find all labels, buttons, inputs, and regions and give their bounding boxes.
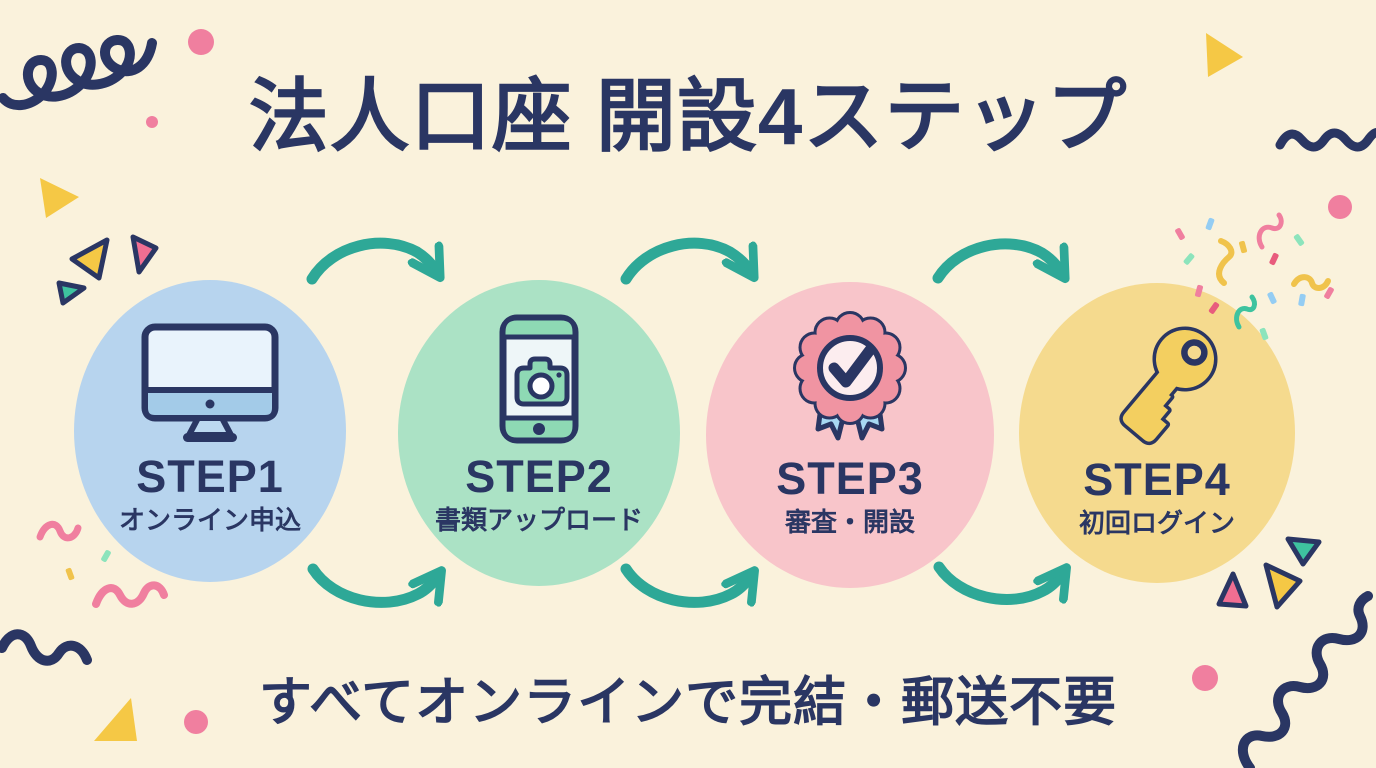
approval-badge-icon	[792, 311, 908, 446]
arrow-bottom-3	[933, 561, 1062, 605]
step-2-label: 書類アップロード	[434, 505, 643, 535]
yellow-squiggle	[1291, 274, 1331, 291]
triangle-outlined	[1285, 536, 1322, 567]
confetti-piece	[1324, 287, 1334, 299]
arrow-bottom-1	[307, 563, 437, 608]
confetti-piece	[1298, 293, 1306, 307]
triangle-outlined	[69, 237, 110, 281]
confetti-piece	[1238, 240, 1248, 254]
triangle	[40, 178, 79, 218]
dot	[1328, 195, 1352, 219]
step-2-title: STEP2	[465, 451, 613, 502]
step-1-circle: STEP1 オンライン申込	[74, 280, 346, 582]
confetti-piece	[1205, 217, 1215, 231]
confetti-piece	[1183, 253, 1195, 265]
arrow-top-1	[306, 237, 436, 285]
page-title: 法人口座 開設4ステップ	[248, 72, 1128, 161]
step-1-title: STEP1	[136, 451, 284, 502]
confetti-piece	[1175, 228, 1185, 240]
step-3-title: STEP3	[776, 453, 924, 504]
confetti-piece	[101, 550, 111, 562]
confetti-piece	[1267, 291, 1277, 305]
step-3-circle: STEP3 審査・開設	[706, 282, 994, 588]
arrow-bottom-2	[620, 563, 750, 608]
confetti-piece	[65, 567, 75, 581]
key-icon	[1092, 315, 1222, 447]
yellow-squiggle	[1216, 238, 1235, 286]
triangle-outlined	[1263, 562, 1303, 610]
step-2-circle: STEP2 書類アップロード	[398, 280, 680, 586]
triangle-outlined	[130, 234, 159, 275]
step-1-label: オンライン申込	[118, 505, 301, 535]
wave-bottom-left	[0, 629, 92, 666]
triangle-outlined	[56, 280, 87, 306]
step-3-label: 審査・開設	[784, 507, 915, 537]
pink-squiggle	[92, 581, 168, 608]
pink-squiggle	[1256, 212, 1284, 250]
arrow-top-3	[932, 238, 1061, 284]
pink-squiggle	[36, 520, 82, 542]
step-4-title: STEP4	[1083, 454, 1231, 505]
confetti-piece	[1269, 252, 1279, 266]
confetti-piece	[1293, 234, 1305, 246]
smartphone-camera-icon	[499, 312, 579, 444]
desktop-monitor-icon	[140, 312, 280, 444]
tagline: すべてオンラインで完結・郵送不要	[258, 673, 1118, 732]
step-4-label: 初回ログイン	[1078, 508, 1235, 538]
triangle-outlined	[1216, 571, 1249, 609]
arrow-top-2	[620, 237, 750, 285]
step-4-circle: STEP4 初回ログイン	[1019, 283, 1295, 583]
